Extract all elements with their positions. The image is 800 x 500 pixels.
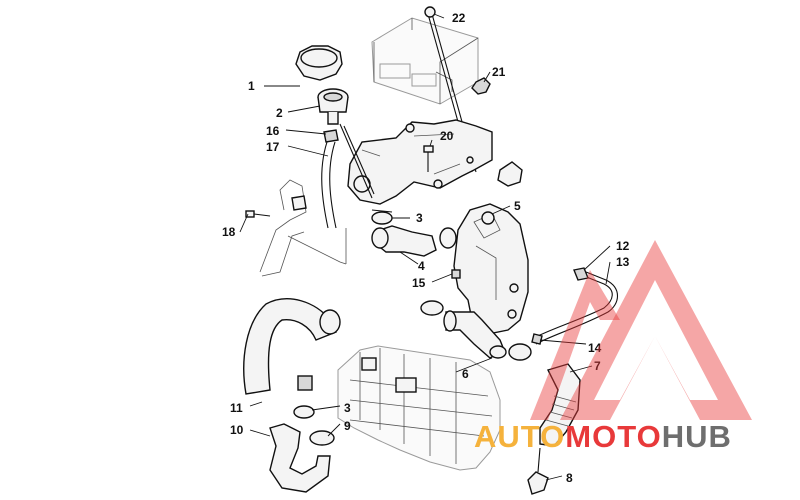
- bracket-left: [259, 179, 347, 277]
- callout-9: 9: [344, 419, 351, 433]
- callout-15: 15: [412, 276, 426, 290]
- watermark-moto: MOTO: [565, 419, 661, 454]
- leader-lines: [239, 13, 611, 481]
- bolt-part: [423, 145, 434, 172]
- callout-2: 2: [276, 106, 283, 120]
- hose-clamp-center: [439, 227, 457, 249]
- callout-16: 16: [266, 124, 280, 138]
- hose-clamp-11: [297, 375, 313, 391]
- callout-22: 22: [452, 11, 466, 25]
- control-module: [371, 17, 479, 105]
- callout-8: 8: [566, 471, 573, 485]
- callout-7: 7: [594, 359, 601, 373]
- bracket-plate: [347, 119, 493, 205]
- bolt-18: [245, 210, 271, 218]
- engine-block: [337, 345, 501, 471]
- watermark-auto: AUTO: [474, 419, 565, 454]
- watermark-m-mark: [530, 270, 620, 420]
- bleed-pipe: [533, 267, 619, 345]
- callout-13: 13: [616, 255, 630, 269]
- callout-10: 10: [230, 423, 244, 437]
- callout-18: 18: [222, 225, 236, 239]
- grommet-part: [497, 161, 523, 187]
- filler-cap: [295, 45, 343, 81]
- callout-labels: 1 2 16 17 18 22 21 20 3 5 4 15 12 13 14 …: [222, 11, 630, 485]
- coolant-hose-upper: [371, 225, 437, 257]
- callout-3a: 3: [416, 211, 423, 225]
- watermark-hub: HUB: [662, 419, 732, 454]
- callout-1: 1: [248, 79, 255, 93]
- plug-15: [451, 269, 461, 279]
- callout-5: 5: [514, 199, 521, 213]
- watermark: AUTOMOTOHUB: [474, 240, 752, 454]
- thermostat-housing: [453, 203, 529, 335]
- watermark-triangle: [560, 240, 752, 420]
- clamp-16: [323, 129, 339, 143]
- callout-3b: 3: [344, 401, 351, 415]
- callout-17: 17: [266, 140, 280, 154]
- clamp-pair: [420, 300, 532, 361]
- bypass-hose: [269, 423, 331, 493]
- hose-clamp-upper: [371, 209, 393, 225]
- callout-20: 20: [440, 129, 454, 143]
- overflow-hose: [321, 141, 337, 229]
- fitting-14: [531, 333, 543, 345]
- callout-6: 6: [462, 367, 469, 381]
- callout-12: 12: [616, 239, 630, 253]
- callout-4: 4: [418, 259, 425, 273]
- callout-14: 14: [588, 341, 602, 355]
- nut-part: [471, 77, 491, 95]
- hose-clamp-9: [309, 430, 335, 446]
- elbow-pipe: [443, 310, 507, 359]
- hose-clamp-lower: [293, 405, 315, 419]
- fitting-8: [527, 447, 549, 495]
- callout-21: 21: [492, 65, 506, 79]
- svg-text:AUTOMOTOHUB: AUTOMOTOHUB: [474, 419, 732, 454]
- filler-neck: [317, 88, 349, 125]
- callout-11: 11: [230, 401, 243, 415]
- radiator-hose: [243, 298, 341, 395]
- coolant-hose-lower: [539, 363, 581, 447]
